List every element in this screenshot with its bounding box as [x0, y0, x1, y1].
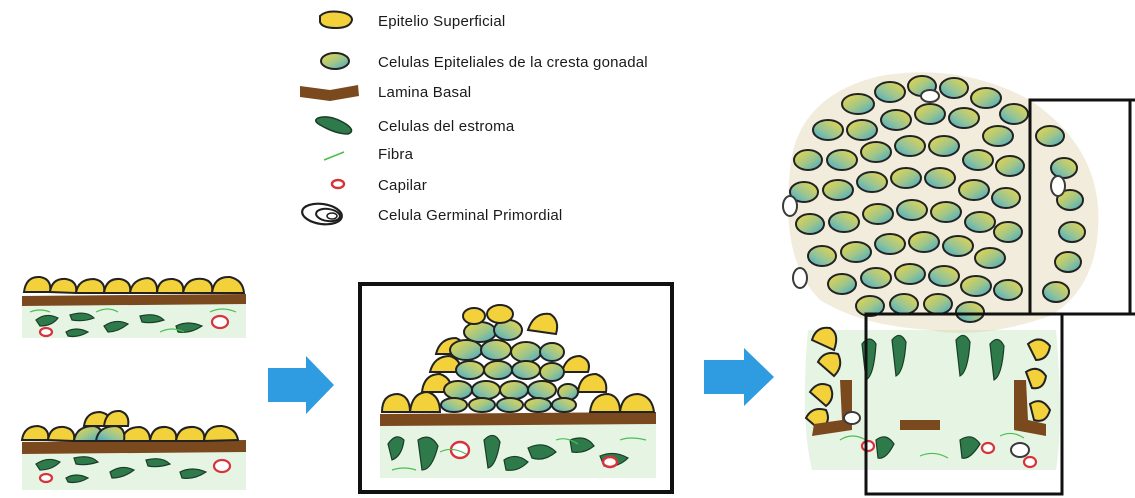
- stage-1-flat-epithelium: [22, 275, 246, 338]
- stage-4-developed-gonad: [782, 72, 1135, 496]
- primordial-germ-cell-icon: [301, 202, 343, 226]
- stage-3-gonadal-ridge: [358, 282, 674, 494]
- legend-label-primordial-germ-cell: Celula Germinal Primordial: [378, 207, 562, 224]
- legend-label-fiber: Fibra: [378, 146, 414, 163]
- legend-label-gonadal-ridge-cells: Celulas Epiteliales de la cresta gonadal: [378, 54, 648, 71]
- fiber-icon: [323, 151, 345, 161]
- legend-label-surface-epithelium: Epitelio Superficial: [378, 13, 505, 30]
- legend-label-basal-lamina: Lamina Basal: [378, 84, 471, 101]
- stage-2-thickening-epithelium: [20, 409, 246, 490]
- capillary-icon: [330, 178, 346, 190]
- stromal-cell-icon: [315, 116, 353, 135]
- gonadal-ridge-cell-icon: [320, 52, 350, 70]
- legend-label-stromal-cells: Celulas del estroma: [378, 118, 515, 135]
- arrow-1: [268, 356, 334, 414]
- legend-label-capillary: Capilar: [378, 177, 427, 194]
- surface-epithelium-cell-icon: [319, 10, 354, 30]
- basal-lamina-icon: [300, 85, 359, 101]
- arrow-2: [704, 348, 774, 406]
- legend: Epitelio Superficial Celulas Epiteliales…: [300, 10, 648, 226]
- medulla-callout-frame: [864, 312, 1064, 496]
